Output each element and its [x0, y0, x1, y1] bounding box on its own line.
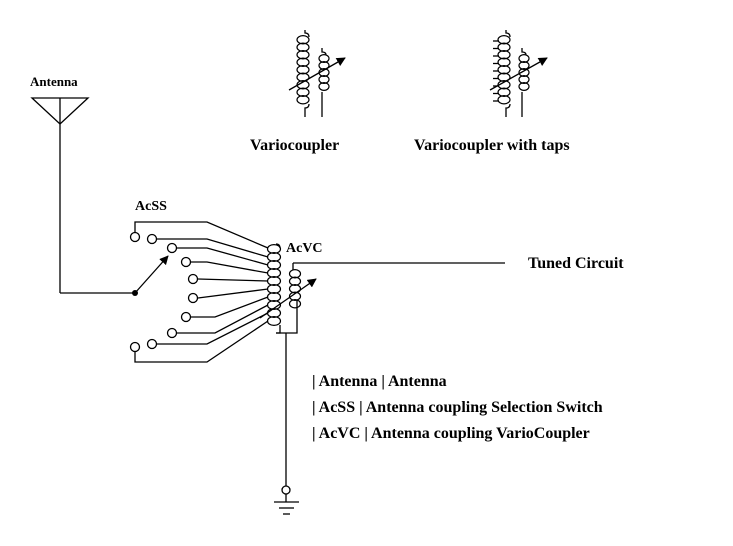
- coil-loop: [497, 95, 511, 105]
- antenna-label: Antenna: [30, 74, 78, 89]
- coil-loop: [518, 75, 530, 84]
- coil-loop: [266, 276, 282, 287]
- coil-loop: [296, 35, 310, 45]
- variocoupler-with-taps-icon: [489, 30, 548, 117]
- switch-contact: [180, 256, 192, 268]
- coil-loop: [497, 72, 511, 82]
- coil-loop: [266, 244, 282, 255]
- coil-loop: [497, 87, 511, 97]
- coil-loop: [288, 291, 302, 301]
- switch-contact: [166, 242, 178, 254]
- switch-contact: [187, 292, 199, 304]
- ground-icon: [274, 485, 299, 515]
- coil-loop: [518, 82, 530, 91]
- switch-contact: [187, 273, 199, 285]
- acss-label: AcSS: [135, 199, 167, 214]
- switch-contact: [129, 231, 141, 243]
- coil-loop: [497, 65, 511, 75]
- switch-contact: [180, 311, 192, 323]
- coil-loop: [266, 252, 282, 263]
- coil-loop: [296, 42, 310, 52]
- coil-loop: [266, 316, 282, 327]
- coil-loop: [497, 42, 511, 52]
- coil-loop: [266, 284, 282, 295]
- coil-loop: [296, 65, 310, 75]
- coil-loop: [288, 299, 302, 309]
- coil-loop: [296, 95, 310, 105]
- antenna-icon: [30, 97, 90, 293]
- coil-loop: [296, 87, 310, 97]
- switch-wire: [134, 320, 269, 363]
- acvc-label: AcVC: [286, 241, 323, 256]
- variable-arrow-icon: [288, 57, 346, 91]
- switch-wiper-arrow-icon: [134, 255, 169, 294]
- coil-loop: [518, 54, 530, 63]
- coil-loop: [318, 54, 330, 63]
- coil-lead: [321, 48, 327, 56]
- coil-loop: [318, 82, 330, 91]
- coil-loop: [288, 269, 302, 279]
- coil-loop: [296, 57, 310, 67]
- coil-loop: [288, 276, 302, 286]
- coil-lead: [505, 30, 511, 38]
- coil-loop: [497, 35, 511, 45]
- coil-loop: [266, 268, 282, 279]
- switch-contact: [166, 327, 178, 339]
- legend-item-acvc: | AcVC | Antenna coupling VarioCoupler: [312, 425, 590, 442]
- coil-lead: [304, 30, 310, 38]
- coil-loop: [318, 75, 330, 84]
- variocoupler-label: Variocoupler: [250, 137, 339, 154]
- variocoupler-with-taps-label: Variocoupler with taps: [414, 137, 570, 154]
- switch-wire: [157, 312, 269, 345]
- legend-item-acss: | AcSS | Antenna coupling Selection Swit…: [312, 399, 603, 416]
- switch-wire: [177, 247, 269, 266]
- coil-lead: [276, 300, 298, 334]
- coil-loop: [497, 50, 511, 60]
- coil-loop: [266, 300, 282, 311]
- coil-loop: [296, 50, 310, 60]
- switch-wire: [191, 261, 269, 274]
- switch-wire: [157, 238, 269, 258]
- acss-selector-switch: [129, 221, 269, 363]
- coil-loop: [518, 61, 530, 70]
- coil-lead: [276, 325, 281, 334]
- switch-wire: [134, 221, 269, 249]
- switch-wire: [197, 288, 269, 299]
- coil-loop: [266, 260, 282, 271]
- coil-lead: [304, 103, 310, 117]
- variocoupler-icon: [288, 30, 346, 117]
- switch-contact: [129, 341, 141, 353]
- coil-loop: [497, 80, 511, 90]
- legend: | Antenna | Antenna | AcSS | Antenna cou…: [312, 373, 603, 442]
- legend-item-antenna: | Antenna | Antenna: [312, 373, 447, 390]
- coil-loop: [518, 68, 530, 77]
- switch-wire: [197, 278, 269, 282]
- coil-loop: [266, 292, 282, 303]
- variable-arrow-icon: [259, 278, 317, 319]
- switch-contact: [146, 338, 158, 350]
- switch-wire: [177, 304, 269, 334]
- switch-contact: [146, 233, 158, 245]
- acvc-variocoupler-icon: [259, 243, 317, 334]
- coil-lead: [505, 103, 511, 117]
- coil-loop: [497, 57, 511, 67]
- switch-wire: [191, 296, 269, 318]
- coil-lead: [521, 48, 527, 56]
- tuned-circuit-label: Tuned Circuit: [528, 255, 624, 272]
- variable-arrow-icon: [489, 57, 548, 91]
